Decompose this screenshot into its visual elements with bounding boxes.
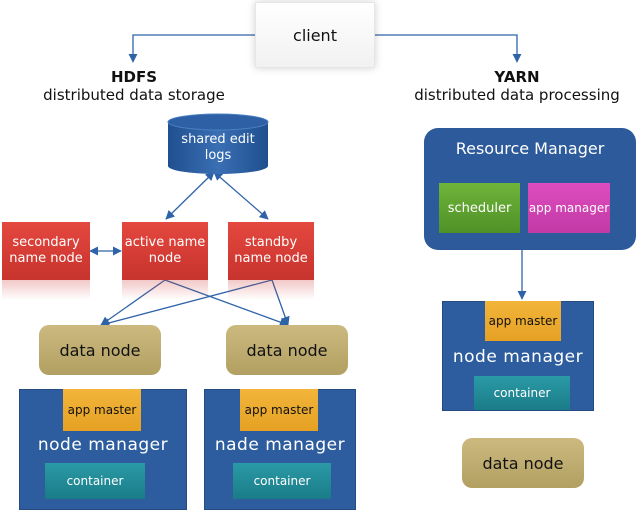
app-master-2: app master xyxy=(240,389,318,431)
app-master-3: app master xyxy=(485,301,561,341)
standby-name-node: standby name node xyxy=(228,222,314,280)
container-3: container xyxy=(474,376,570,410)
data-node-1: data node xyxy=(39,325,161,375)
yarn-title: YARN xyxy=(494,68,540,86)
line-active-datanode2 xyxy=(164,279,289,327)
active-name-node-reflection xyxy=(122,280,208,300)
data-node-3: data node xyxy=(462,438,584,488)
active-name-node: active name node xyxy=(122,222,208,280)
node-manager-3-label: node manager xyxy=(452,347,584,367)
arrow-logs-standby xyxy=(213,171,269,220)
line-standby-datanode2 xyxy=(271,279,290,326)
secondary-name-node: secondary name node xyxy=(2,222,90,280)
hdfs-title: HDFS xyxy=(110,68,158,86)
yarn-subtitle: distributed data processing xyxy=(414,86,620,104)
line-standby-datanode1 xyxy=(100,279,273,328)
shared-edit-logs-cylinder xyxy=(167,113,269,174)
secondary-name-node-reflection xyxy=(2,280,90,300)
app-manager-box: app manager xyxy=(528,183,610,233)
client-box: client xyxy=(255,2,375,68)
line-active-datanode1 xyxy=(100,279,166,326)
app-master-1: app master xyxy=(63,389,141,431)
node-manager-2-label: nade manager xyxy=(214,435,346,455)
hdfs-subtitle: distributed data storage xyxy=(43,86,225,104)
yarn-heading: YARN distributed data processing xyxy=(398,68,636,104)
hdfs-heading: HDFS distributed data storage xyxy=(20,68,248,104)
resource-manager-title: Resource Manager xyxy=(455,138,605,158)
arrow-logs-active xyxy=(165,171,215,220)
container-2: container xyxy=(233,463,331,499)
client-label: client xyxy=(293,25,337,45)
shared-edit-logs-label: shared edit logs xyxy=(181,132,255,163)
node-manager-1-label: node manager xyxy=(37,435,169,455)
scheduler-box: scheduler xyxy=(439,183,520,233)
standby-name-node-reflection xyxy=(228,280,314,300)
data-node-2: data node xyxy=(226,325,348,375)
arrow-client-to-hdfs xyxy=(128,34,255,63)
arrow-client-to-yarn xyxy=(375,34,522,63)
container-1: container xyxy=(45,463,145,499)
